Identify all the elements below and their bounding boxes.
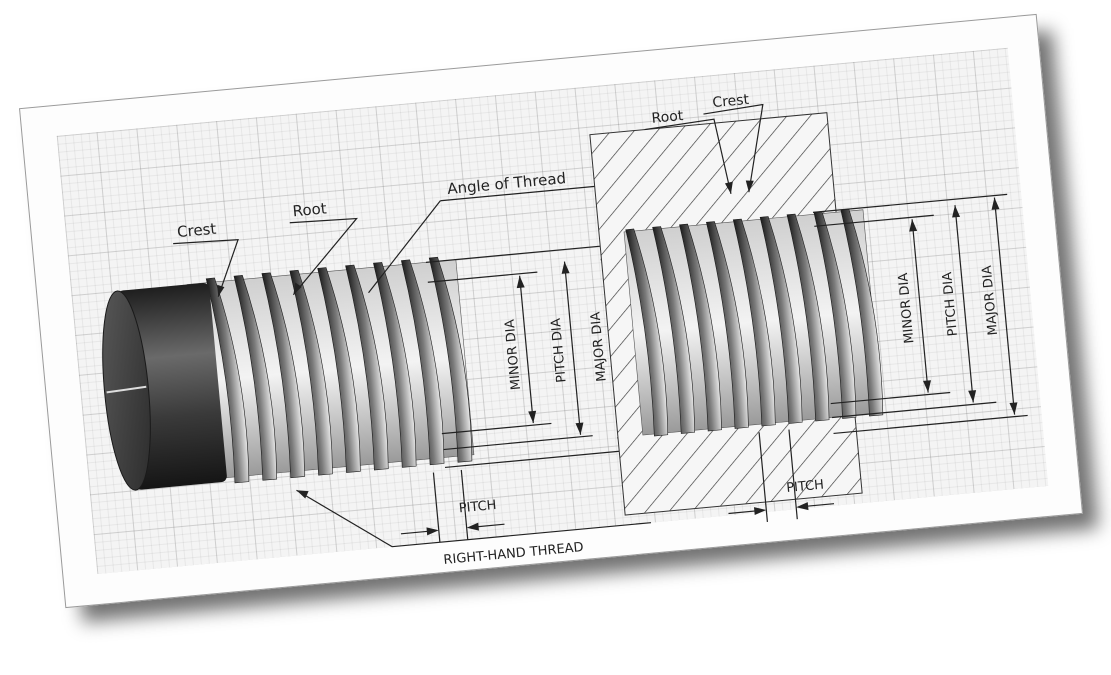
major-dia-label-right: MAJOR DIA [980,265,1001,336]
minor-dia-label-right: MINOR DIA [896,272,917,344]
crest-label-left: Crest [176,220,217,242]
bolt-thread-flank [400,259,445,466]
right-dimension-lines [644,103,1028,522]
bolt-thread-flank [233,275,278,481]
pitch-label-left: PITCH [458,498,497,516]
minor-dia-label-left: MINOR DIA [503,319,524,391]
thread-diagram: Crest Root Angle of Thread MINOR DIA PIT… [102,92,1028,568]
bolt-thread-flank [317,267,361,473]
bolt-thread-flank [205,277,250,484]
crest-label-right: Crest [712,92,750,111]
root-label-right: Root [651,108,685,127]
nut-thread-flank [813,211,857,419]
pitch-label-right: PITCH [786,478,825,496]
pitch-dia-label-right: PITCH DIA [940,271,961,337]
drawing-sheet: Crest Root Angle of Thread MINOR DIA PIT… [18,13,1084,609]
pitch-dia-label-left: PITCH DIA [549,317,570,383]
nut-thread-flank [732,218,776,427]
root-label-left: Root [292,199,328,220]
right-arrowheads [724,180,1018,516]
bolt-thread-flank [373,262,417,468]
nut-thread-flank [840,208,884,417]
left-leader-arrows [217,282,309,499]
bolt-thread-flank [261,272,305,479]
nut-thread-flank [625,228,669,437]
nut-section-icon [589,112,884,516]
nut-thread-flank [679,223,722,432]
nut-thread-flank [759,216,803,424]
bolt-thread-flank [345,264,389,471]
nut-thread-flank [786,213,830,422]
bolt-icon [102,256,475,491]
bolt-thread-flank [289,269,333,476]
nut-thread-flank [652,226,695,434]
bolt-thread-flank [428,256,473,463]
angle-of-thread-label: Angle of Thread [446,169,566,198]
nut-thread-flank [705,221,749,429]
major-dia-label-left: MAJOR DIA [588,311,609,382]
